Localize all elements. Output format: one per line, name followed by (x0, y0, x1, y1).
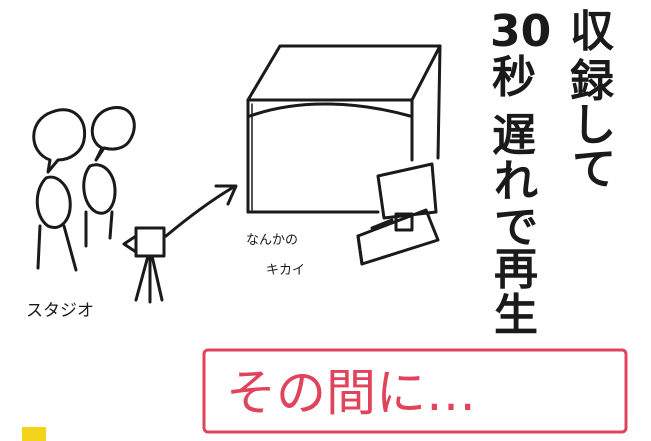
speech-bubble-left (32, 108, 87, 174)
column1-char-5: 再 (494, 244, 538, 295)
person-right (82, 163, 117, 248)
studio-label: スタジオ (26, 301, 94, 321)
machine-box (246, 44, 442, 214)
yellow-marker (22, 427, 46, 441)
machine-label-line2: キカイ (266, 263, 305, 278)
column2-char-2: し (572, 100, 616, 151)
banner-text: その間に… (226, 364, 476, 422)
column1-char-6: 生 (494, 290, 538, 341)
banner-frame (202, 348, 628, 434)
machine-label-line1: なんかの (246, 233, 298, 248)
camera-icon (122, 226, 166, 304)
column1-char-4: で (494, 202, 538, 253)
column2-char-1: 録 (570, 56, 615, 107)
column2-char-0: 収 (570, 6, 614, 57)
speech-bubble-right (90, 106, 136, 162)
column1-char-3: れ (494, 156, 538, 207)
column1-char-1: 秒 (492, 52, 536, 103)
small-device (356, 162, 440, 266)
person-left (35, 175, 78, 272)
arrow-icon (164, 186, 234, 238)
column1-char-2: 遅 (492, 110, 536, 161)
column2-char-3: て (572, 144, 616, 195)
column1-char-0: 30 (490, 6, 551, 57)
